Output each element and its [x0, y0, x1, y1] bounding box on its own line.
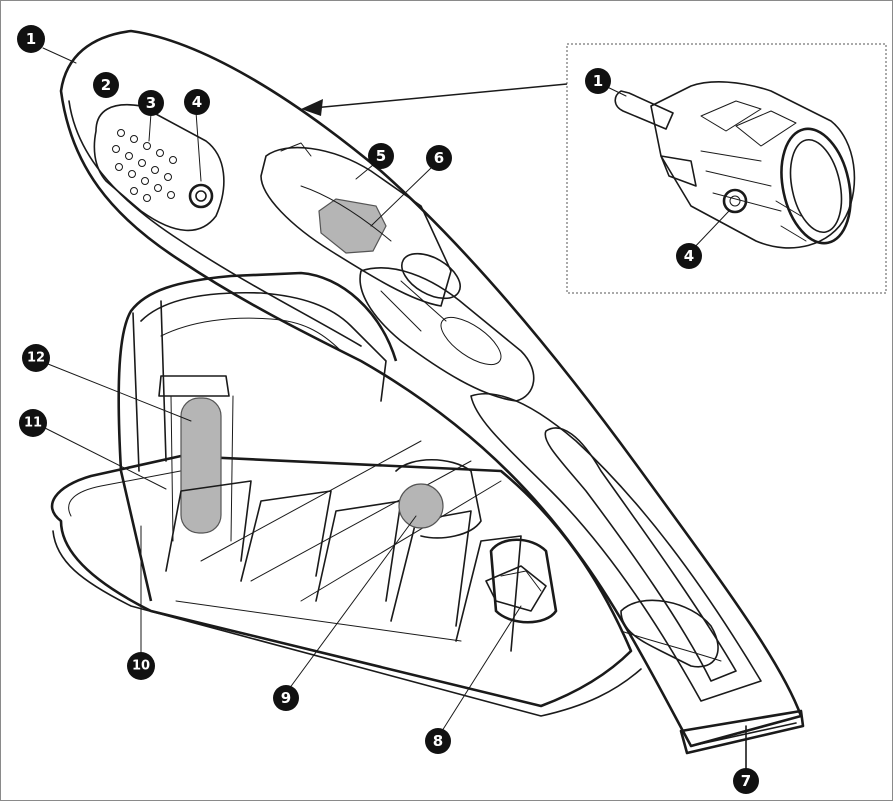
callout-4-inset: 4 [676, 243, 702, 269]
inner-mechanism [359, 252, 535, 402]
base-tray-rim [50, 454, 633, 708]
callout-4-main-label: 4 [192, 93, 202, 111]
callout-7-label: 7 [741, 772, 751, 790]
detail-inset [301, 43, 887, 294]
base-slats [165, 440, 522, 652]
callout-1-main: 1 [17, 25, 45, 53]
handheld-body [59, 29, 803, 748]
callout-10: 10 [127, 652, 155, 680]
base-cradle [140, 291, 387, 402]
callout-3: 3 [138, 90, 164, 116]
callout-9: 9 [273, 685, 299, 711]
inset-arrow-head [301, 99, 323, 116]
tank-window [180, 397, 222, 534]
callout-4-main: 4 [184, 89, 210, 115]
callout-11: 11 [19, 409, 47, 437]
leader-lines [42, 47, 522, 732]
callout-5-label: 5 [376, 147, 386, 165]
callout-8: 8 [425, 728, 451, 754]
callout-9-label: 9 [281, 689, 291, 707]
inset-arrow-line [312, 83, 568, 109]
speaker-holes [112, 129, 177, 202]
grip-window [470, 392, 762, 702]
tank-compartment [260, 142, 452, 307]
callout-6-label: 6 [434, 149, 444, 167]
callout-5: 5 [368, 143, 394, 169]
callout-10-label: 10 [132, 659, 150, 674]
callout-11-label: 11 [24, 416, 42, 431]
callout-7: 7 [733, 768, 759, 794]
cartridge-button [722, 188, 748, 214]
callout-1-main-label: 1 [26, 30, 36, 48]
callout-2-label: 2 [101, 76, 111, 94]
callout-6: 6 [426, 145, 452, 171]
callout-1-inset: 1 [585, 68, 611, 94]
callout-12-label: 12 [27, 351, 45, 366]
callout-3-label: 3 [146, 94, 156, 112]
callout-12: 12 [22, 344, 50, 372]
power-button [188, 183, 214, 209]
callout-4-inset-label: 4 [684, 247, 694, 265]
base-tray-bottom [52, 530, 642, 717]
callout-8-label: 8 [433, 732, 443, 750]
base-sensor [398, 483, 444, 529]
release-lever [485, 538, 558, 624]
base-back-wall [117, 271, 398, 602]
callout-1-inset-label: 1 [593, 72, 603, 90]
callout-2: 2 [93, 72, 119, 98]
nozzle-tip [679, 709, 805, 770]
handheld-unit [59, 29, 805, 770]
charging-base [50, 271, 642, 717]
filter-cartridge [614, 81, 856, 249]
button-panel [93, 104, 225, 232]
filter-highlight [318, 198, 387, 254]
